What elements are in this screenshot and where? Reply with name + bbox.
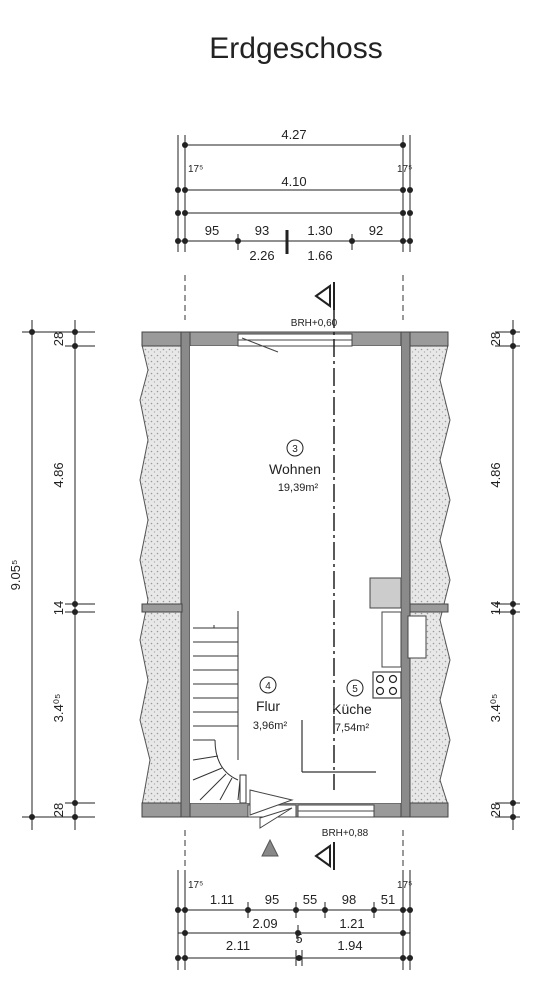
dim-right-28-bottom: 28 <box>488 803 503 817</box>
dim-bottom-1-11: 1.11 <box>210 892 234 907</box>
left-dimensions <box>22 320 95 830</box>
kitchen-counter <box>369 577 427 699</box>
dim-top-tick-right: 17⁵ <box>397 164 412 175</box>
dim-left-total: 9.05⁵ <box>8 560 23 591</box>
room-kueche-name: Küche <box>332 701 372 717</box>
dim-top-1-30: 1.30 <box>307 223 332 238</box>
bottom-dimensions <box>177 870 411 970</box>
dim-left-28-top: 28 <box>51 332 66 346</box>
dim-left-28-bottom: 28 <box>51 803 66 817</box>
dim-left-4-86: 4.86 <box>51 462 66 487</box>
room-flur: 4 Flur 3,96m² <box>253 676 288 732</box>
dim-top-95: 95 <box>205 223 219 238</box>
staircase <box>192 611 247 804</box>
dim-bottom-tick-right: 17⁵ <box>397 880 412 891</box>
dim-bottom-95: 95 <box>265 892 279 907</box>
dim-top-1-66: 1.66 <box>307 248 332 263</box>
dim-top-tick-left: 17⁵ <box>188 164 203 175</box>
right-dim-ticks <box>510 329 516 820</box>
room-wohnen: 3 Wohnen 19,39m² <box>269 439 321 494</box>
left-dim-ticks <box>29 329 78 820</box>
room-wohnen-area: 19,39m² <box>278 482 319 494</box>
room-wohnen-number: 3 <box>292 444 298 455</box>
dim-bottom-5: 5 <box>295 931 302 946</box>
room-flur-area: 3,96m² <box>253 720 288 732</box>
bottom-dim-ticks <box>175 907 413 961</box>
room-kueche: 5 Küche 7,54m² <box>332 679 372 734</box>
dim-bottom-51: 51 <box>381 892 395 907</box>
dim-bottom-2-09: 2.09 <box>252 916 277 931</box>
dim-bottom-1-94: 1.94 <box>337 938 362 953</box>
right-dimensions <box>495 320 520 830</box>
dim-top-93: 93 <box>255 223 269 238</box>
dim-bottom-2-11: 2.11 <box>226 938 250 953</box>
entrance-arrow-icon <box>261 838 279 857</box>
dim-bottom-55: 55 <box>303 892 317 907</box>
room-flur-name: Flur <box>256 698 280 714</box>
dim-top-4-10: 4.10 <box>281 174 306 189</box>
dim-right-14: 14 <box>488 601 503 615</box>
dim-bottom-1-21: 1.21 <box>339 916 364 931</box>
dim-top-92: 92 <box>369 223 383 238</box>
page-title: Erdgeschoss <box>209 32 382 65</box>
dim-right-4-86: 4.86 <box>488 462 503 487</box>
top-dim-ticks <box>175 142 413 244</box>
section-marker-top <box>314 282 335 310</box>
room-wohnen-name: Wohnen <box>269 461 321 477</box>
dim-left-14: 14 <box>51 601 66 615</box>
dim-right-3-405: 3.4⁰⁵ <box>488 694 503 723</box>
dim-bottom-98: 98 <box>342 892 356 907</box>
extension-lines <box>184 275 404 870</box>
top-dimensions <box>177 135 411 254</box>
room-kueche-number: 5 <box>352 684 358 695</box>
dim-right-28-top: 28 <box>488 332 503 346</box>
room-kueche-area: 7,54m² <box>335 722 370 734</box>
dim-bottom-tick-left: 17⁵ <box>188 880 203 891</box>
building <box>139 310 451 829</box>
dim-left-3-405: 3.4⁰⁵ <box>51 694 66 723</box>
dim-top-4-27: 4.27 <box>281 127 306 142</box>
section-marker-bottom <box>314 842 335 870</box>
room-flur-number: 4 <box>265 681 271 692</box>
brh-label-top: BRH+0,60 <box>291 318 338 329</box>
dim-top-2-26: 2.26 <box>249 248 274 263</box>
brh-label-bottom: BRH+0,88 <box>322 828 369 839</box>
